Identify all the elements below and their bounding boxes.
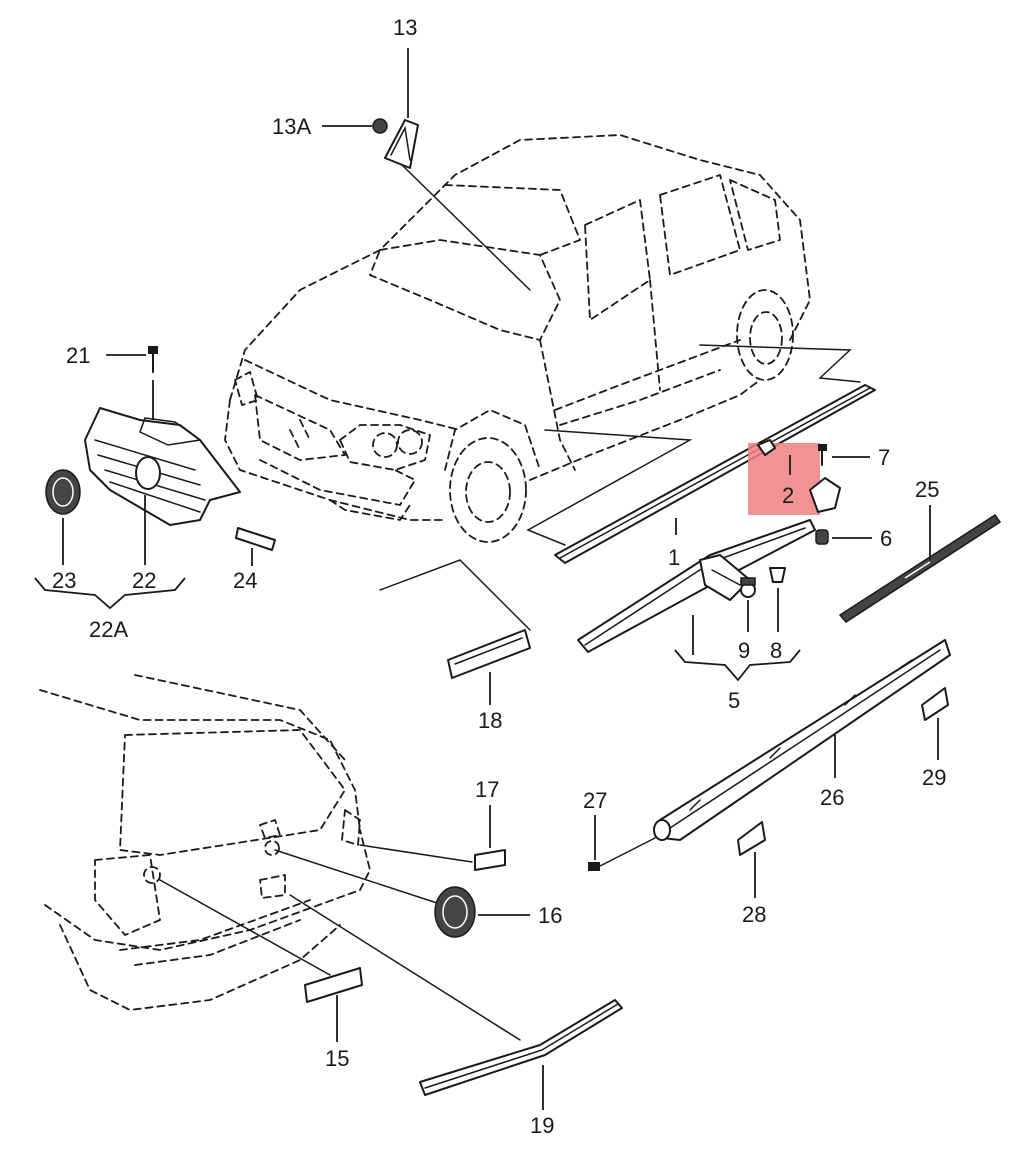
projection-lines-sill [379, 344, 861, 631]
highlight-part-2 [748, 443, 820, 515]
callout-18: 18 [478, 708, 502, 733]
part-21-screw [106, 346, 158, 420]
part-22-radiator-grille [84, 407, 241, 565]
part-16-rear-emblem [274, 849, 530, 938]
car-rear-view [39, 674, 371, 1011]
callout-6: 6 [880, 526, 892, 551]
bracket-5 [674, 649, 801, 682]
callout-13: 13 [393, 15, 417, 40]
part-2-end-cap [757, 439, 841, 513]
callout-16: 16 [538, 903, 562, 928]
part-5-sill-trim-assembly [577, 519, 816, 653]
bracket-22a [34, 577, 186, 610]
part-7-screw [818, 444, 870, 466]
callout-7: 7 [878, 445, 890, 470]
car-front-view [224, 134, 811, 543]
part-15-plate [159, 879, 363, 1042]
part-17-plate [359, 805, 506, 871]
part-8-clip [769, 567, 786, 632]
callout-9: 9 [738, 638, 750, 663]
callout-13a: 13A [272, 114, 311, 139]
part-9-clip [740, 577, 756, 632]
callout-28: 28 [742, 902, 766, 927]
callout-24: 24 [233, 568, 257, 593]
callout-2: 2 [782, 483, 794, 508]
callout-19: 19 [530, 1113, 554, 1138]
part-24-plate [235, 527, 276, 566]
part-19-rear-trim-strip [289, 894, 623, 1110]
callout-29: 29 [922, 765, 946, 790]
callout-8: 8 [770, 638, 782, 663]
callout-23: 23 [52, 568, 76, 593]
part-13a-clip [322, 118, 388, 134]
part-29-cover [921, 687, 949, 760]
callout-26: 26 [820, 785, 844, 810]
callout-1: 1 [668, 545, 680, 570]
part-1-sill-trim [554, 384, 876, 564]
callout-21: 21 [66, 343, 90, 368]
part-6-clip [815, 529, 872, 545]
part-18-plate [447, 629, 531, 705]
callout-5: 5 [728, 688, 740, 713]
callout-22a: 22A [89, 617, 128, 642]
part-27-screw [588, 815, 656, 871]
part-23-front-emblem [45, 469, 81, 565]
part-25-strip [838, 505, 1002, 623]
part-28-cover [737, 821, 766, 898]
callout-27: 27 [583, 788, 607, 813]
callout-22: 22 [132, 568, 156, 593]
part-26-side-trim [653, 639, 951, 841]
part-13-triangle-trim [384, 48, 531, 291]
callout-17: 17 [475, 777, 499, 802]
callout-15: 15 [325, 1046, 349, 1071]
callout-25: 25 [915, 477, 939, 502]
